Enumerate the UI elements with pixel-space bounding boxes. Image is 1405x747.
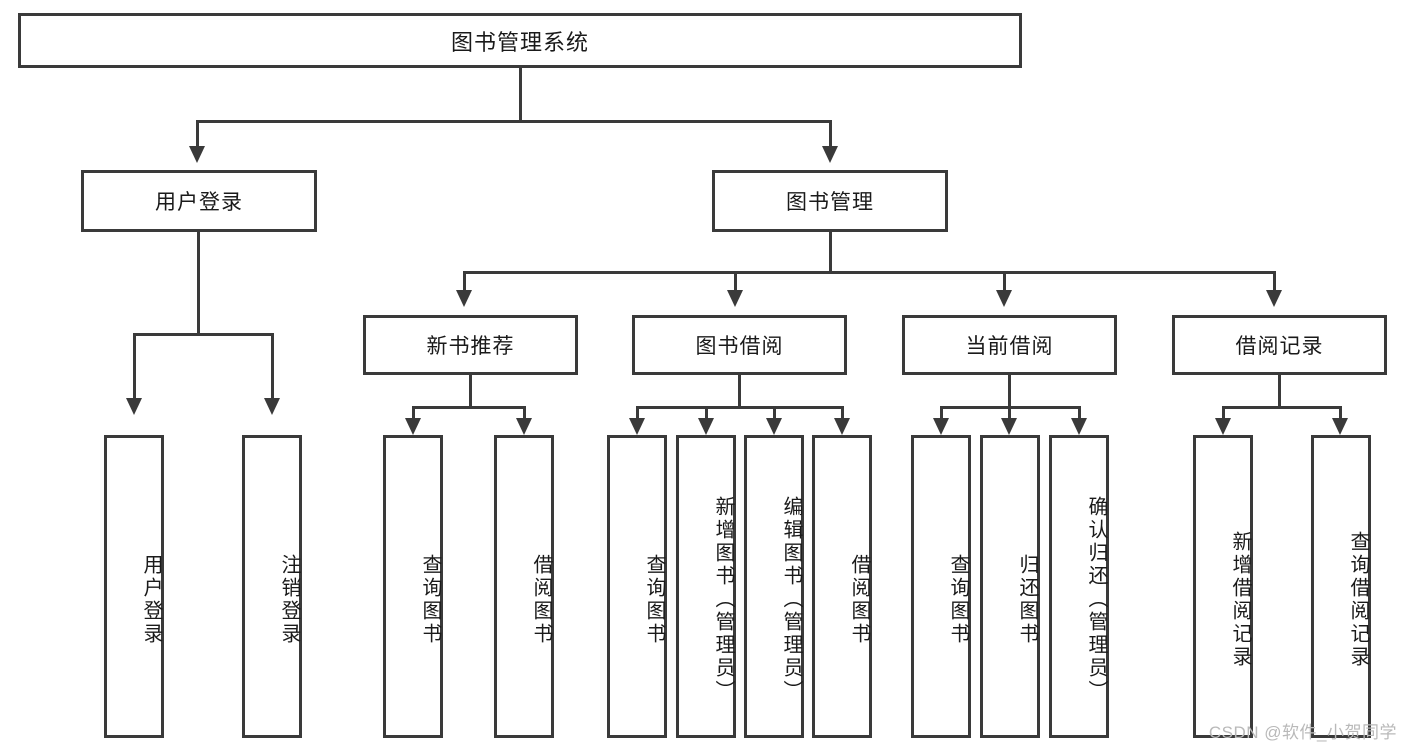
edge-new-book-to-leaf-1 bbox=[523, 406, 526, 419]
arrow-current-borrow-to-leaf-1 bbox=[1001, 418, 1017, 435]
arrow-user-login-to-leaf-1 bbox=[264, 398, 280, 415]
edge-book-borrow-to-leaf-2 bbox=[773, 406, 776, 419]
node-label: 新书推荐 bbox=[426, 335, 515, 358]
arrow-borrow-record-to-leaf-1 bbox=[1332, 418, 1348, 435]
node-borrow-record[interactable]: 借阅记录 bbox=[1172, 315, 1387, 375]
edge-book-borrow-bus bbox=[636, 406, 844, 409]
arrow-book-manage-to-current-borrow bbox=[996, 290, 1012, 307]
node-current-borrow[interactable]: 当前借阅 bbox=[902, 315, 1117, 375]
leaf-recommend-query-book[interactable]: 查询图书 bbox=[383, 435, 443, 738]
arrow-new-book-to-leaf-0 bbox=[405, 418, 421, 435]
edge-current-borrow-stem bbox=[1008, 375, 1011, 407]
node-label: 注销登录 bbox=[278, 553, 300, 646]
arrow-current-borrow-to-leaf-2 bbox=[1071, 418, 1087, 435]
edge-new-book-bus bbox=[412, 406, 526, 409]
leaf-current-return-book[interactable]: 归还图书 bbox=[980, 435, 1040, 738]
arrow-user-login-to-leaf-0 bbox=[126, 398, 142, 415]
edge-root-to-user-login bbox=[196, 120, 199, 147]
edge-current-borrow-to-leaf-0 bbox=[940, 406, 943, 419]
edge-book-manage-to-new-book bbox=[463, 271, 466, 291]
node-label: 编辑图书（管理员） bbox=[780, 496, 802, 703]
leaf-current-confirm-return-admin[interactable]: 确认归还（管理员） bbox=[1049, 435, 1109, 738]
leaf-recommend-borrow-book[interactable]: 借阅图书 bbox=[494, 435, 554, 738]
edge-borrow-record-to-leaf-1 bbox=[1339, 406, 1342, 419]
arrow-book-manage-to-new-book bbox=[456, 290, 472, 307]
node-book-manage[interactable]: 图书管理 bbox=[712, 170, 948, 232]
csdn-watermark: CSDN @软件_小贺同学 bbox=[1208, 723, 1397, 742]
edge-root-to-book-manage bbox=[829, 120, 832, 147]
node-root-library-system[interactable]: 图书管理系统 bbox=[18, 13, 1022, 68]
edge-borrow-record-stem bbox=[1278, 375, 1281, 407]
edge-book-borrow-to-leaf-3 bbox=[841, 406, 844, 419]
arrow-book-borrow-to-leaf-1 bbox=[698, 418, 714, 435]
leaf-borrow-add-book-admin[interactable]: 新增图书（管理员） bbox=[676, 435, 736, 738]
edge-book-manage-to-borrow-record bbox=[1273, 271, 1276, 291]
node-book-borrow[interactable]: 图书借阅 bbox=[632, 315, 847, 375]
edge-user-login-to-leaf-0 bbox=[133, 333, 136, 399]
node-new-book-recommend[interactable]: 新书推荐 bbox=[363, 315, 578, 375]
edge-user-login-to-leaf-1 bbox=[271, 333, 274, 399]
node-label: 新增图书（管理员） bbox=[712, 496, 734, 703]
edge-book-borrow-stem bbox=[738, 375, 741, 407]
node-label: 当前借阅 bbox=[965, 335, 1054, 358]
node-label: 新增借阅记录 bbox=[1229, 530, 1251, 669]
arrow-current-borrow-to-leaf-0 bbox=[933, 418, 949, 435]
edge-user-login-stem bbox=[197, 232, 200, 336]
leaf-borrow-edit-book-admin[interactable]: 编辑图书（管理员） bbox=[744, 435, 804, 738]
arrow-book-manage-to-book-borrow bbox=[727, 290, 743, 307]
arrow-root-to-book-manage bbox=[822, 146, 838, 163]
edge-borrow-record-to-leaf-0 bbox=[1222, 406, 1225, 419]
node-label: 查询图书 bbox=[643, 553, 665, 646]
arrow-root-to-user-login bbox=[189, 146, 205, 163]
arrow-book-borrow-to-leaf-2 bbox=[766, 418, 782, 435]
node-label: 归还图书 bbox=[1016, 553, 1038, 646]
node-label: 查询图书 bbox=[419, 553, 441, 646]
edge-new-book-stem bbox=[469, 375, 472, 407]
leaf-current-query-book[interactable]: 查询图书 bbox=[911, 435, 971, 738]
arrow-book-borrow-to-leaf-3 bbox=[834, 418, 850, 435]
node-label: 图书借阅 bbox=[695, 335, 784, 358]
node-label: 图书管理系统 bbox=[450, 29, 589, 55]
edge-book-borrow-to-leaf-0 bbox=[636, 406, 639, 419]
edge-borrow-record-bus bbox=[1222, 406, 1342, 409]
arrow-book-manage-to-borrow-record bbox=[1266, 290, 1282, 307]
arrow-borrow-record-to-leaf-0 bbox=[1215, 418, 1231, 435]
leaf-logout[interactable]: 注销登录 bbox=[242, 435, 302, 738]
node-label: 借阅记录 bbox=[1235, 335, 1324, 358]
edge-new-book-to-leaf-0 bbox=[412, 406, 415, 419]
arrow-new-book-to-leaf-1 bbox=[516, 418, 532, 435]
edge-book-manage-to-current-borrow bbox=[1003, 271, 1006, 291]
edge-book-borrow-to-leaf-1 bbox=[705, 406, 708, 419]
node-label: 图书管理 bbox=[786, 191, 874, 214]
node-label: 借阅图书 bbox=[848, 553, 870, 646]
edge-user-login-bus bbox=[133, 333, 274, 336]
edge-root-bus bbox=[196, 120, 832, 123]
edge-current-borrow-to-leaf-1 bbox=[1008, 406, 1011, 419]
node-user-login[interactable]: 用户登录 bbox=[81, 170, 317, 232]
edge-book-manage-bus bbox=[463, 271, 1276, 274]
node-label: 查询借阅记录 bbox=[1347, 530, 1369, 669]
arrow-book-borrow-to-leaf-0 bbox=[629, 418, 645, 435]
node-label: 查询图书 bbox=[947, 553, 969, 646]
leaf-record-add-record[interactable]: 新增借阅记录 bbox=[1193, 435, 1253, 738]
node-label: 借阅图书 bbox=[530, 553, 552, 646]
edge-current-borrow-to-leaf-2 bbox=[1078, 406, 1081, 419]
edge-book-manage-to-book-borrow bbox=[734, 271, 737, 291]
node-label: 用户登录 bbox=[155, 191, 243, 214]
node-label: 用户登录 bbox=[140, 553, 162, 646]
edge-book-manage-stem bbox=[829, 232, 832, 274]
leaf-user-login[interactable]: 用户登录 bbox=[104, 435, 164, 738]
leaf-borrow-borrow-book[interactable]: 借阅图书 bbox=[812, 435, 872, 738]
leaf-record-query-record[interactable]: 查询借阅记录 bbox=[1311, 435, 1371, 738]
edge-root-stem bbox=[519, 68, 522, 122]
node-label: 确认归还（管理员） bbox=[1085, 496, 1107, 703]
leaf-borrow-query-book[interactable]: 查询图书 bbox=[607, 435, 667, 738]
